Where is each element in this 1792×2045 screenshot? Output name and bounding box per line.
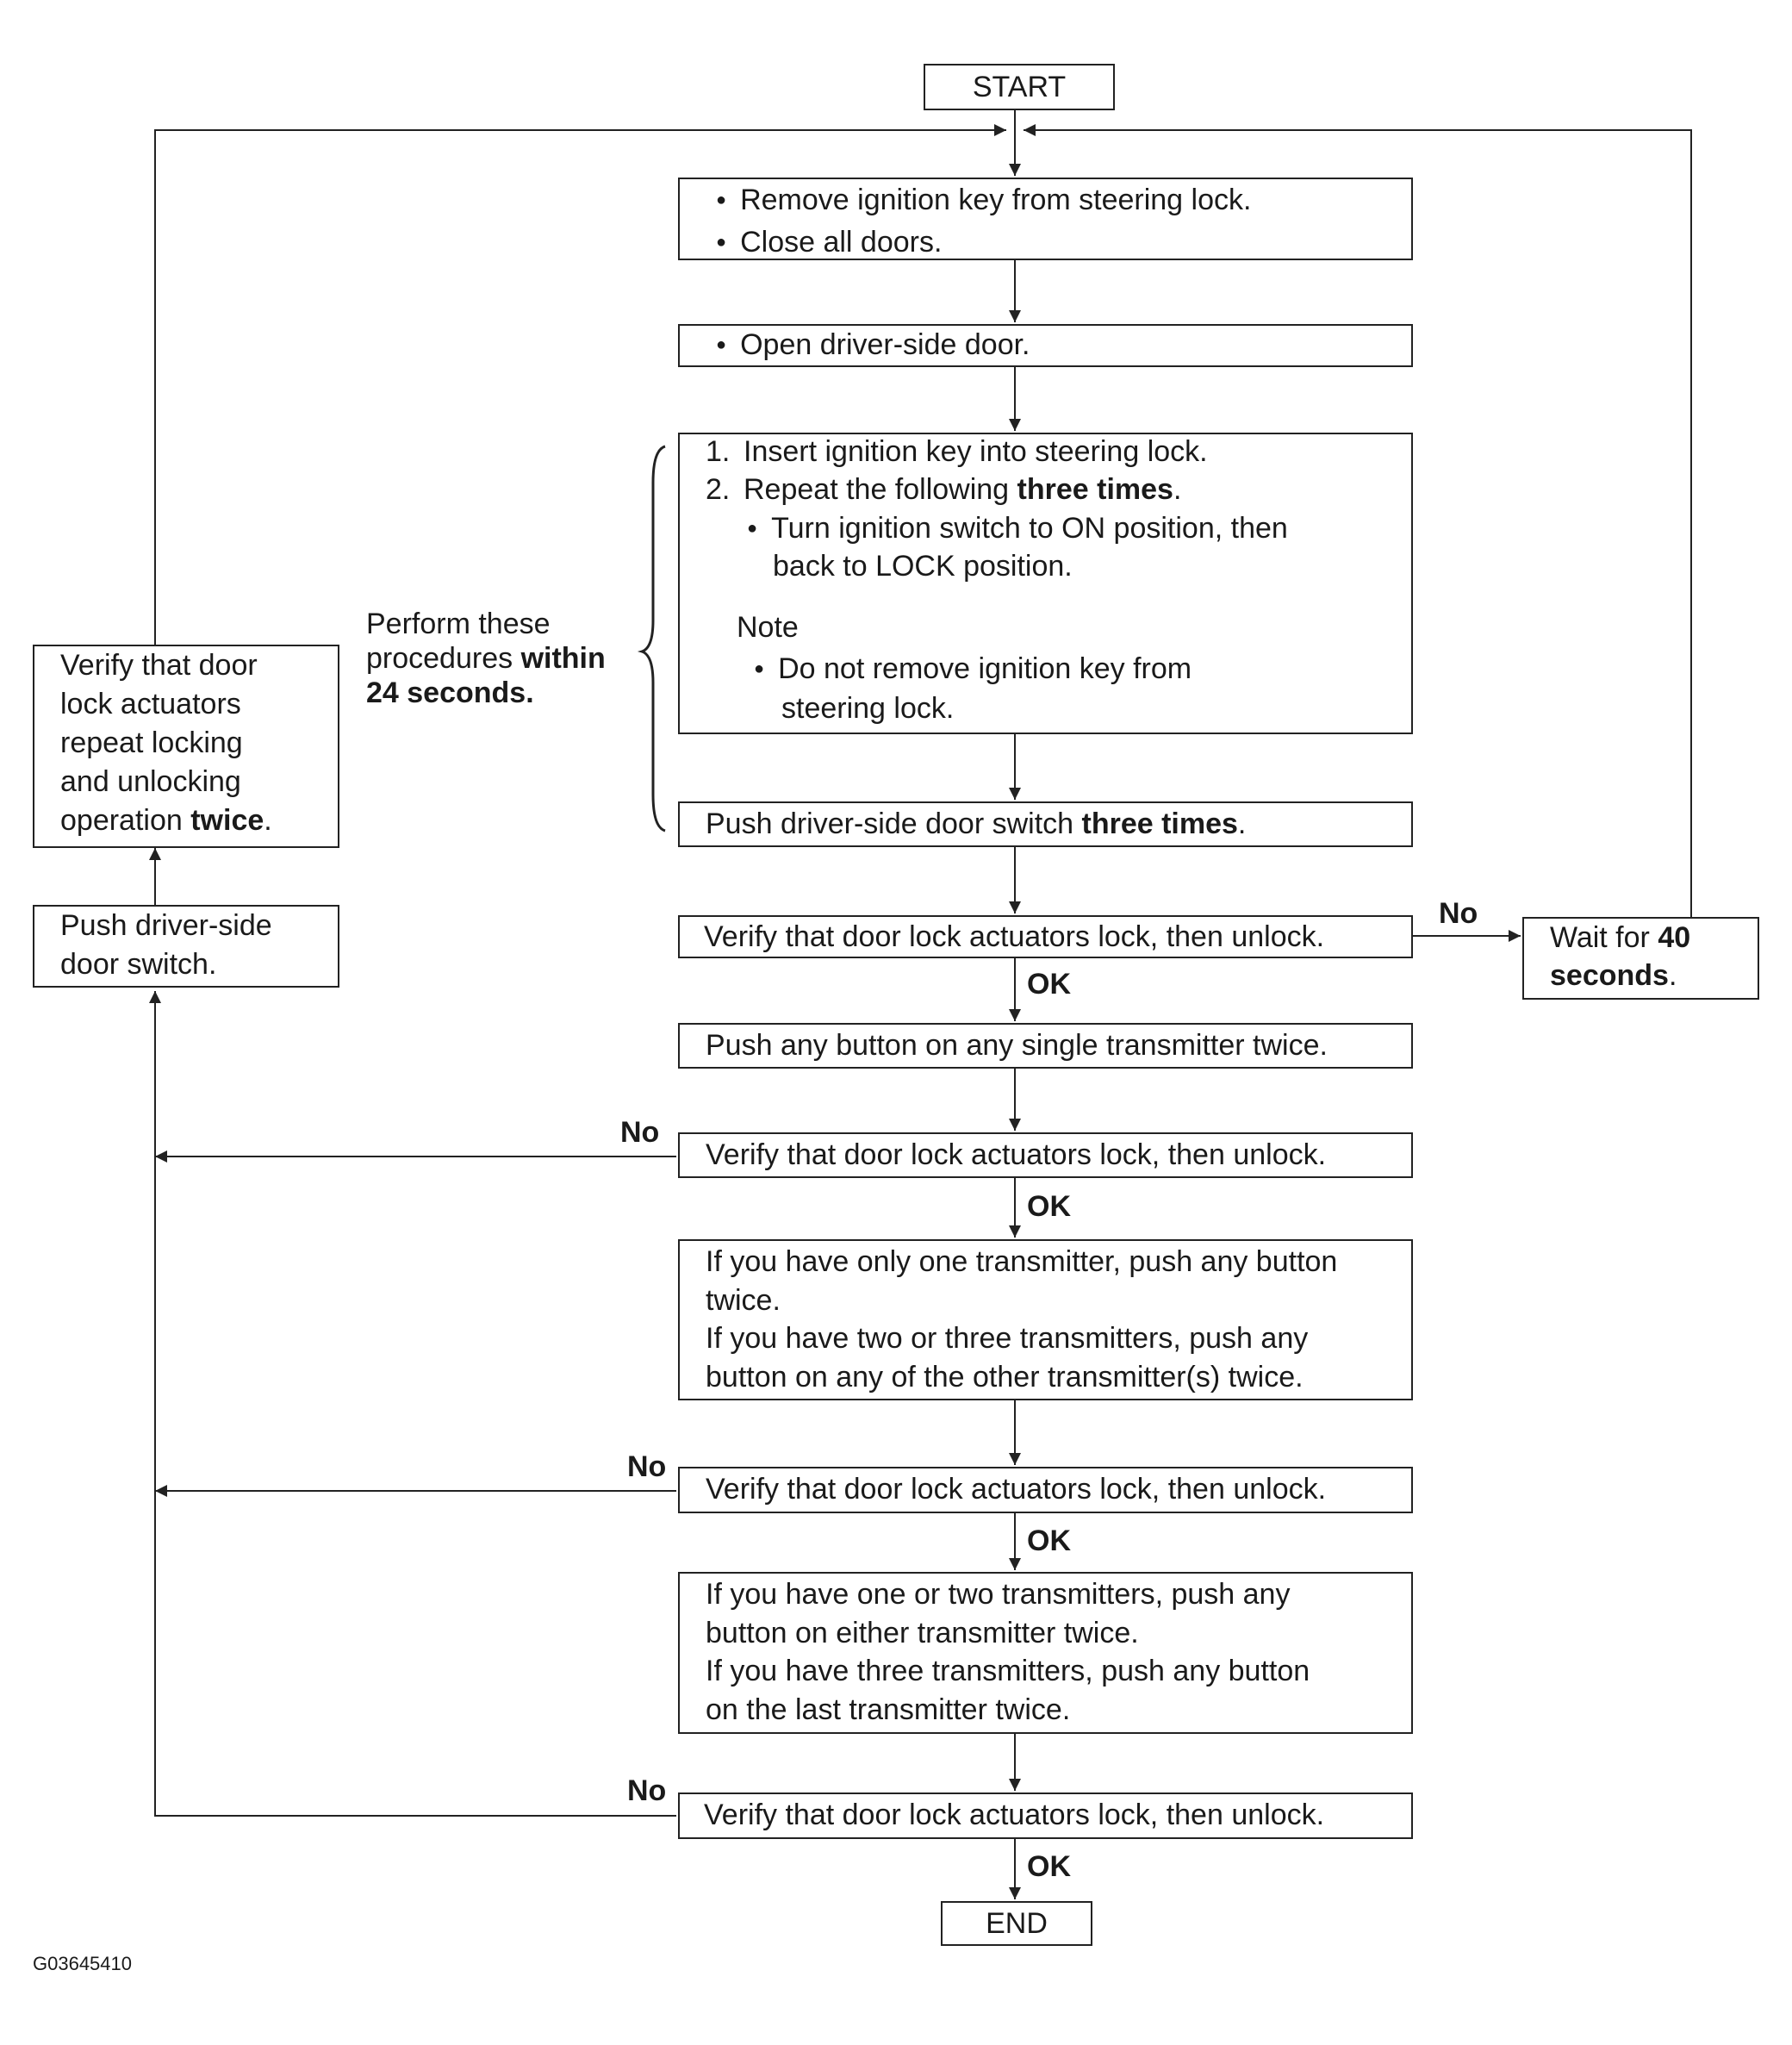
ok-label-step9: OK	[1027, 1524, 1071, 1557]
step10-line3: If you have three transmitters, push any…	[706, 1655, 1310, 1687]
no-label-step5: No	[1439, 897, 1478, 930]
step2-line1: Open driver-side door.	[716, 326, 1411, 368]
step8-line3: If you have two or three transmitters, p…	[706, 1322, 1309, 1355]
left-push-line2: door switch.	[60, 948, 217, 981]
bracket-note-line3: 24 seconds.	[366, 676, 534, 709]
no-label-step9: No	[627, 1450, 667, 1483]
step6-text: Push any button on any single transmitte…	[706, 1029, 1328, 1062]
step10-line4: on the last transmitter twice.	[706, 1693, 1071, 1726]
step-verify-4-box: Verify that door lock actuators lock, th…	[678, 1792, 1413, 1839]
perform-within-24s-note: Perform these procedures within 24 secon…	[366, 607, 606, 710]
ok-label-step5: OK	[1027, 968, 1071, 1001]
ok-label-step11: OK	[1027, 1850, 1071, 1883]
step-verify-3-box: Verify that door lock actuators lock, th…	[678, 1467, 1413, 1513]
step3-sub-line2: back to LOCK position.	[773, 550, 1073, 583]
left-verify-line3: repeat locking	[60, 726, 243, 759]
left-verify-line5: operation twice.	[60, 804, 272, 837]
step3-item2: 2.Repeat the following three times.	[706, 473, 1182, 506]
step3-item1: 1.Insert ignition key into steering lock…	[706, 435, 1208, 468]
step10-line1: If you have one or two transmitters, pus…	[706, 1578, 1291, 1611]
step-push-door-switch-box: Push driver-side door switch three times…	[678, 801, 1413, 847]
step-last-transmitter-box: If you have one or two transmitters, pus…	[678, 1572, 1413, 1734]
step1-line1: Remove ignition key from steering lock.	[716, 181, 1411, 223]
end-terminal: END	[941, 1901, 1092, 1946]
step3-note-line2: steering lock.	[781, 692, 955, 725]
step-second-transmitter-box: If you have only one transmitter, push a…	[678, 1239, 1413, 1400]
no-label-step7: No	[620, 1116, 660, 1149]
step-verify-2-box: Verify that door lock actuators lock, th…	[678, 1132, 1413, 1178]
wait-line2: seconds.	[1550, 959, 1677, 992]
step8-line4: button on any of the other transmitter(s…	[706, 1360, 1304, 1393]
bracket-note-line2: procedures within	[366, 642, 606, 675]
wait-line1: Wait for 40	[1550, 921, 1691, 954]
bracket-note-line1: Perform these	[366, 608, 551, 640]
step1-line2: Close all doors.	[716, 223, 1411, 265]
start-label: START	[972, 71, 1067, 103]
wait-40-seconds-box: Wait for 40 seconds.	[1522, 917, 1759, 1000]
step11-text: Verify that door lock actuators lock, th…	[704, 1799, 1325, 1831]
step9-text: Verify that door lock actuators lock, th…	[706, 1473, 1327, 1506]
line-step11-no-to-left	[149, 991, 676, 1817]
left-verify-line1: Verify that door	[60, 649, 258, 682]
step3-note-line1: Do not remove ignition key from	[754, 652, 1192, 690]
figure-id: G03645410	[33, 1953, 132, 1974]
verify-repeat-locking-box: Verify that door lock actuators repeat l…	[33, 645, 339, 848]
left-push-line1: Push driver-side	[60, 909, 272, 942]
step3-note-title: Note	[737, 611, 799, 644]
step-remove-key-box: Remove ignition key from steering lock. …	[678, 178, 1413, 260]
step-open-door-box: Open driver-side door.	[678, 324, 1413, 367]
step8-line1: If you have only one transmitter, push a…	[706, 1245, 1338, 1278]
loop-line-left	[154, 124, 1006, 645]
ok-label-step7: OK	[1027, 1190, 1071, 1223]
step8-line2: twice.	[706, 1283, 781, 1317]
end-label: END	[986, 1907, 1048, 1940]
push-driver-door-switch-box: Push driver-side door switch.	[33, 905, 339, 988]
step4-text: Push driver-side door switch three times…	[706, 807, 1247, 840]
step-push-transmitter-box: Push any button on any single transmitte…	[678, 1023, 1413, 1069]
left-verify-line4: and unlocking	[60, 765, 241, 798]
step-insert-key-box: 1.Insert ignition key into steering lock…	[678, 433, 1413, 734]
step7-text: Verify that door lock actuators lock, th…	[706, 1138, 1327, 1171]
left-verify-line2: lock actuators	[60, 688, 241, 720]
loop-line-right	[1024, 124, 1692, 917]
start-terminal: START	[924, 64, 1115, 110]
no-label-step11: No	[627, 1774, 667, 1807]
procedure-bracket	[637, 445, 666, 832]
step10-line2: button on either transmitter twice.	[706, 1616, 1139, 1649]
step5-text: Verify that door lock actuators lock, th…	[704, 920, 1325, 953]
step3-sub-line1: Turn ignition switch to ON position, the…	[747, 511, 1288, 550]
step-verify-1-box: Verify that door lock actuators lock, th…	[678, 915, 1413, 958]
